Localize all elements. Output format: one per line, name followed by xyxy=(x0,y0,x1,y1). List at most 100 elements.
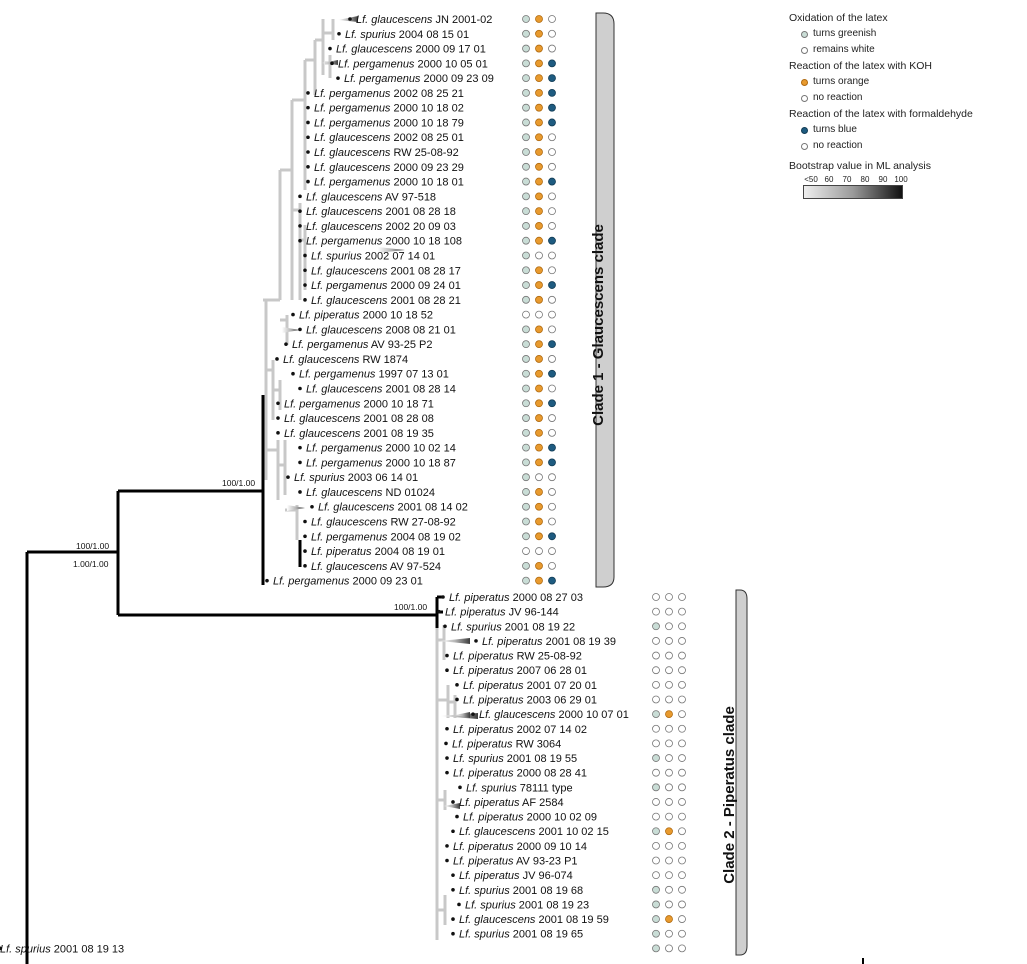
taxon-id: 2008 08 21 01 xyxy=(382,324,455,336)
taxon-label: Lf. piperatus 2002 07 14 02 xyxy=(453,724,587,736)
tip-node xyxy=(471,712,475,716)
clade1-branches xyxy=(263,19,335,540)
tip-node xyxy=(445,770,449,775)
tip-node xyxy=(451,917,455,921)
koh-dot xyxy=(535,576,543,585)
taxon-species: Lf. piperatus xyxy=(463,694,524,706)
taxon-species: Lf. spurius xyxy=(466,782,517,794)
koh-dot xyxy=(665,768,673,777)
formaldehyde-dot xyxy=(548,458,556,467)
taxon-id: 2000 10 02 09 xyxy=(524,812,597,824)
koh-dot xyxy=(535,133,543,142)
taxon-id: AV 93-23 P1 xyxy=(514,856,578,868)
taxon-species: Lf. piperatus xyxy=(453,856,514,868)
tip-node xyxy=(336,76,340,80)
legend-item: remains white xyxy=(789,42,1019,58)
oxidation-dot xyxy=(522,192,530,201)
white-dot-icon xyxy=(801,142,808,150)
taxon-label: Lf. pergamenus 2002 08 25 21 xyxy=(314,88,464,100)
koh-dot xyxy=(665,754,673,762)
koh-dot xyxy=(665,871,673,880)
taxon-id: 2000 10 02 14 xyxy=(382,443,455,455)
legend-item: turns blue xyxy=(789,122,1019,138)
koh-dot xyxy=(665,710,673,719)
legend: Oxidation of the latex turns greenish re… xyxy=(789,10,1019,199)
taxon-species: Lf. piperatus xyxy=(311,546,372,558)
oxidation-dot xyxy=(652,900,660,909)
taxon-species: Lf. piperatus xyxy=(453,841,514,853)
legend-item-label: turns blue xyxy=(813,124,857,135)
tip-node xyxy=(276,431,280,435)
formaldehyde-dot xyxy=(548,295,556,304)
oxidation-dot xyxy=(652,651,660,660)
formaldehyde-dot xyxy=(548,207,556,216)
koh-dot xyxy=(535,59,543,68)
koh-dot xyxy=(665,651,673,660)
koh-dot xyxy=(535,369,543,378)
oxidation-dot xyxy=(522,266,530,275)
formaldehyde-dot xyxy=(678,827,686,836)
oxidation-dot xyxy=(522,222,530,230)
taxon-label: Lf. piperatus RW 3064 xyxy=(452,738,561,750)
formaldehyde-dot xyxy=(678,885,686,894)
formaldehyde-dot xyxy=(548,222,556,230)
oxidation-dot xyxy=(522,561,530,570)
tip-node xyxy=(276,401,280,406)
formaldehyde-dot xyxy=(548,561,556,570)
taxon-species: Lf. glaucescens xyxy=(336,44,413,56)
taxon-label: Lf. pergamenus 2000 10 02 14 xyxy=(306,443,456,455)
formaldehyde-dot xyxy=(548,517,556,526)
taxon-id: 2000 09 17 01 xyxy=(412,44,485,56)
formaldehyde-dot xyxy=(678,929,686,938)
oxidation-dot xyxy=(652,885,660,894)
oxidation-dot xyxy=(522,576,530,585)
tip-node xyxy=(474,639,478,643)
koh-dot xyxy=(665,856,673,865)
formaldehyde-dot xyxy=(548,281,556,289)
taxon-id: RW 1874 xyxy=(359,354,408,366)
bootstrap-tick: 100 xyxy=(894,175,908,184)
taxon-id: AV 97-524 xyxy=(387,561,441,573)
koh-dot xyxy=(535,251,543,260)
koh-dot xyxy=(665,929,673,938)
tip-node xyxy=(303,283,307,287)
oxidation-dot xyxy=(652,827,660,836)
tip-node xyxy=(451,873,455,877)
legend-oxidation-title: Oxidation of the latex xyxy=(789,12,888,24)
koh-dot xyxy=(665,622,673,631)
tip-node xyxy=(298,460,302,465)
taxon-species: Lf. spurius xyxy=(0,943,51,955)
oxidation-dot xyxy=(522,29,530,38)
taxon-species: Lf. pergamenus xyxy=(306,457,383,469)
taxon-species: Lf. glaucescens xyxy=(311,517,388,529)
taxon-id: 2000 08 28 41 xyxy=(514,768,587,780)
bootstrap-tick: 70 xyxy=(842,175,852,184)
formaldehyde-dot xyxy=(678,724,686,733)
formaldehyde-dot xyxy=(678,812,686,821)
legend-item: turns orange xyxy=(789,74,1019,90)
taxon-id: RW 3064 xyxy=(513,738,562,750)
formaldehyde-dot xyxy=(678,607,686,616)
taxon-label: Lf. glaucescens 2000 09 23 29 xyxy=(314,162,464,174)
tip-node xyxy=(306,179,310,184)
greenish-dot-icon xyxy=(801,30,808,38)
bootstrap-tick: 80 xyxy=(860,175,870,184)
koh-dot xyxy=(535,473,543,482)
koh-dot xyxy=(535,355,543,363)
formaldehyde-dot xyxy=(548,443,556,452)
tip-node xyxy=(455,683,459,687)
taxon-id: 2001 08 14 02 xyxy=(394,502,467,514)
koh-dot xyxy=(535,118,543,127)
taxon-label: Lf. pergamenus 2000 09 23 01 xyxy=(273,576,423,588)
koh-dot xyxy=(535,295,543,304)
koh-dot xyxy=(665,724,673,733)
formaldehyde-dot xyxy=(678,710,686,719)
taxon-species: Lf. glaucescens xyxy=(459,826,536,838)
taxon-species: Lf. glaucescens xyxy=(314,132,391,144)
koh-dot xyxy=(535,162,543,171)
taxon-id: 2001 08 19 22 xyxy=(502,621,575,633)
formaldehyde-dot xyxy=(548,162,556,171)
koh-dot xyxy=(535,325,543,334)
taxon-species: Lf. glaucescens xyxy=(306,221,383,233)
